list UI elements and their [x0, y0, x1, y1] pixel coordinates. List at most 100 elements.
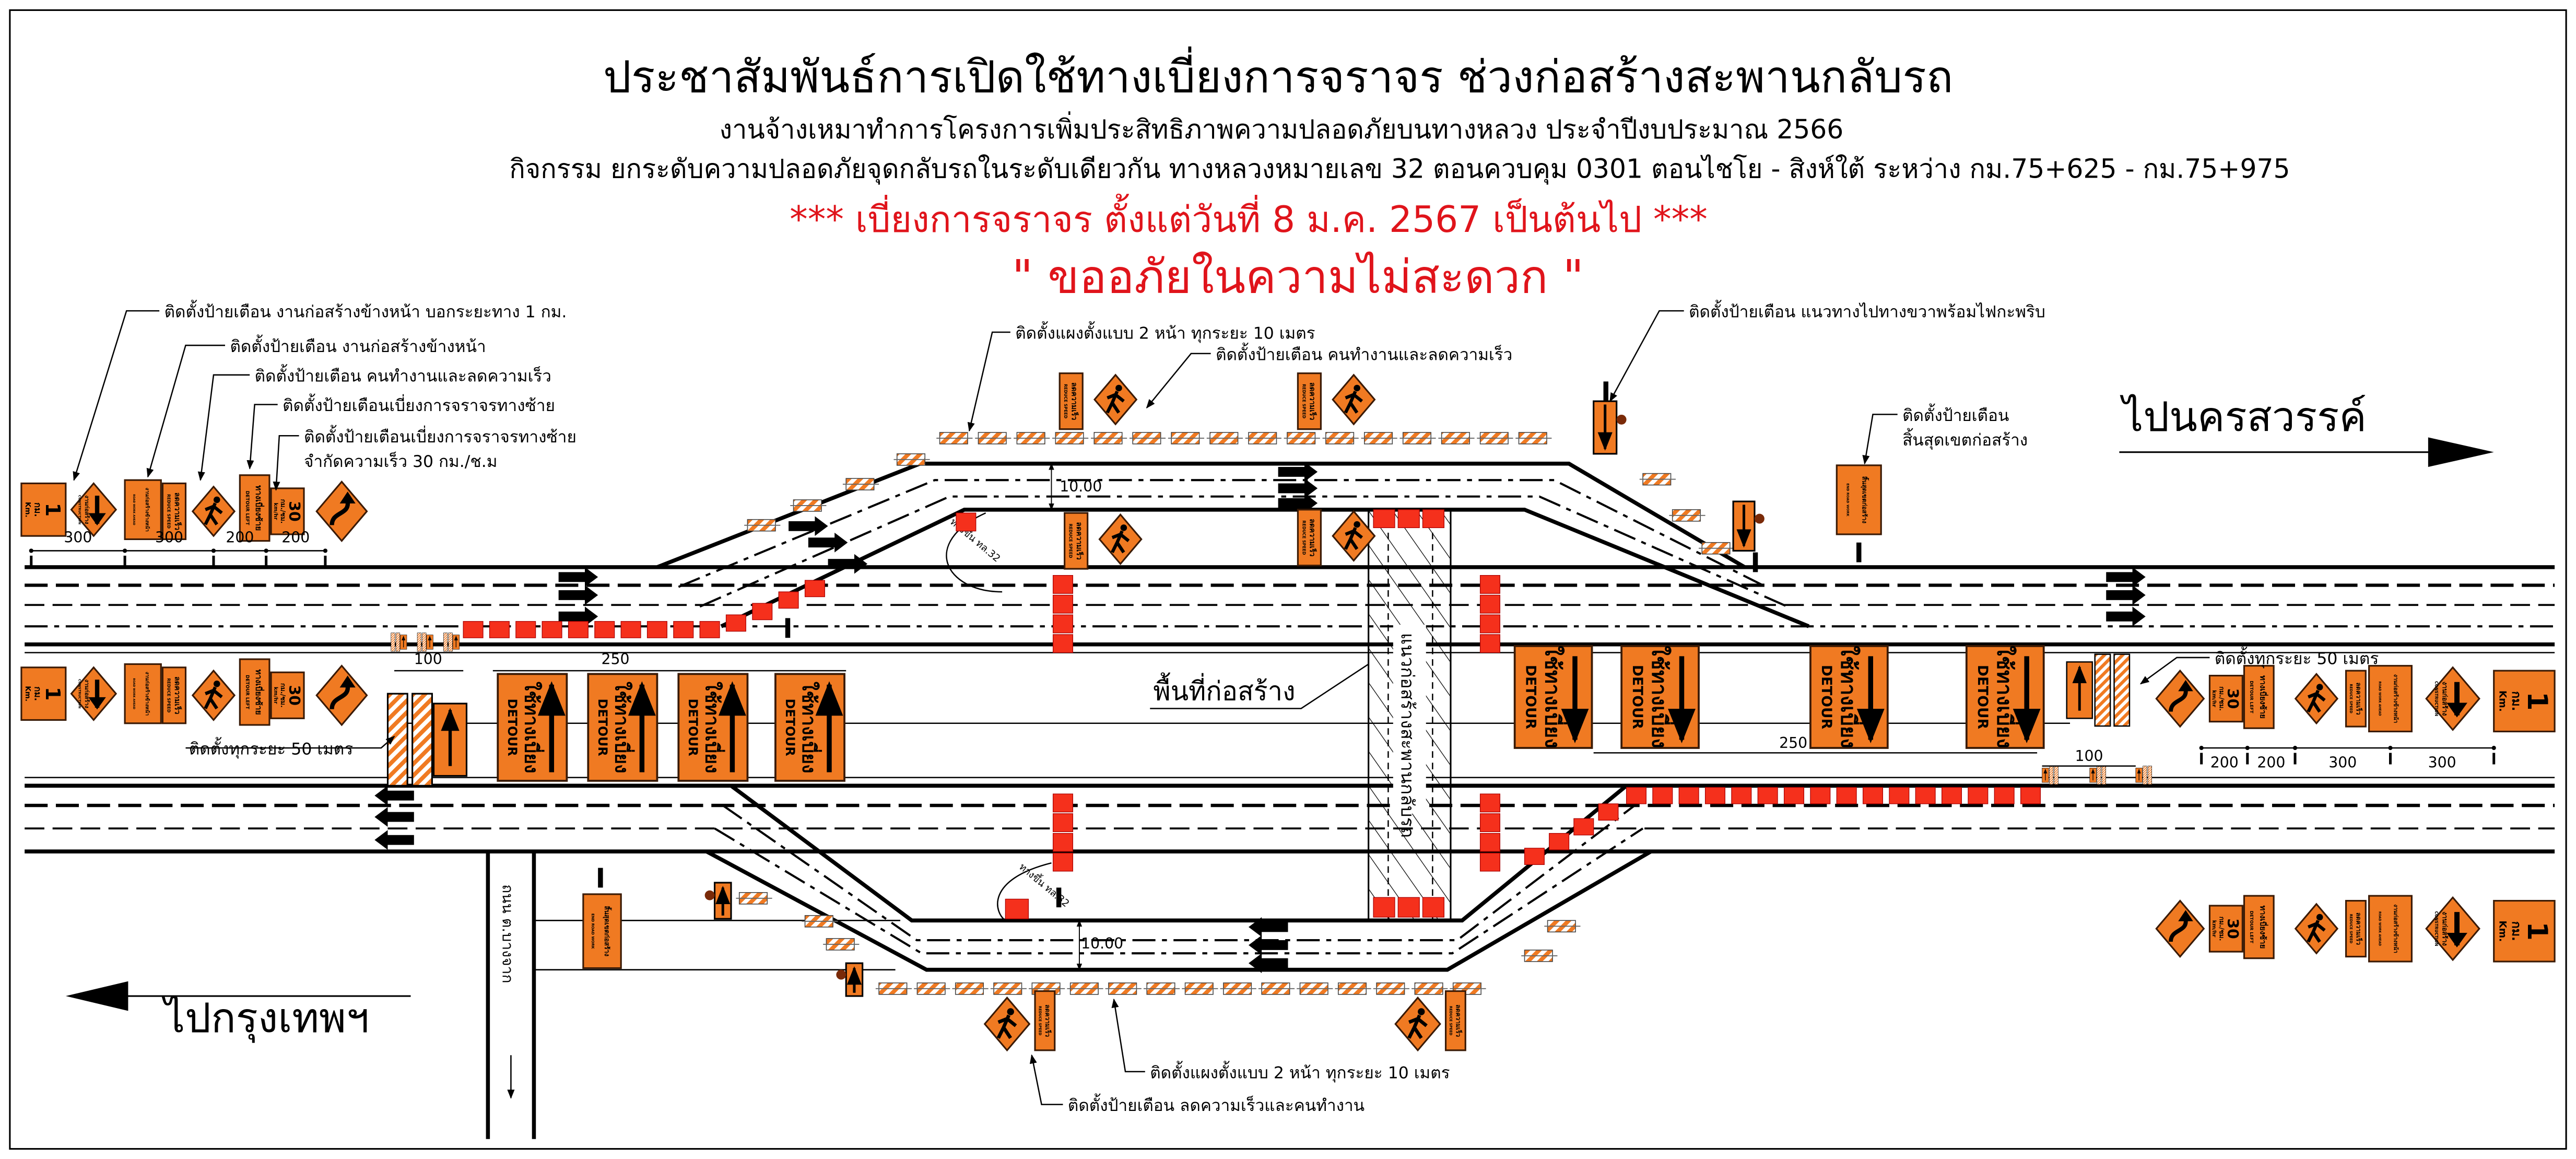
sign-text-thai: ใช้ทางเบี่ยง — [610, 682, 635, 774]
barricade-board — [914, 982, 950, 995]
traffic-arrow-right-icon — [2106, 606, 2146, 627]
water-barrier — [1678, 787, 1699, 804]
annotation-right-arrow-sign: ติดตั้งป้ายเตือน แนวทางไปทางขวาพร้อมไฟกะ… — [1689, 300, 2045, 322]
barricade-board — [1322, 432, 1359, 444]
barricade-assembly — [2042, 766, 2059, 785]
sign-post — [1752, 552, 1758, 572]
barricade-board — [1669, 509, 1705, 522]
water-barrier — [1479, 813, 1500, 833]
water-barrier — [489, 621, 510, 638]
barricade-board — [1182, 982, 1218, 995]
barricade-board — [975, 432, 1011, 444]
barricade-board — [1699, 542, 1735, 555]
sign-text-english: DETOUR — [1629, 665, 1645, 729]
sign-text-thai: งานก่อสร้างข้างหน้า — [144, 488, 150, 532]
water-barrier — [1479, 852, 1500, 872]
water-barrier — [1836, 787, 1857, 804]
arrow-board-with-flasher — [704, 882, 732, 920]
worker-icon — [1344, 384, 1363, 414]
water-barrier — [1479, 793, 1500, 813]
curve-arrow-icon — [330, 501, 350, 525]
diamond-sign-worker — [983, 996, 1031, 1052]
water-barrier — [752, 603, 773, 621]
sign-unit-thai: กม. — [2509, 921, 2523, 941]
sign-text-english: REDUCE SPEED — [166, 494, 171, 529]
annotation-speed-worker-bottom-leader — [1029, 1054, 1063, 1105]
curve-arrowhead-icon — [339, 675, 356, 688]
dimension-label: 200 — [281, 529, 310, 546]
sign-text-english: DETOUR — [505, 699, 520, 756]
worker-icon — [2307, 684, 2326, 713]
water-barrier — [2020, 787, 2041, 804]
direction-west-arrow-icon — [65, 981, 128, 1011]
sign-text-thai: ใช้ทางเบี่ยง — [798, 682, 822, 774]
sign-distance-1km: 1กม.Km. — [20, 666, 67, 721]
dimension-point — [2245, 745, 2250, 751]
water-barrier — [699, 621, 720, 638]
water-barrier — [1373, 509, 1395, 529]
sign-post — [1056, 887, 1062, 908]
dimension-point — [123, 548, 127, 553]
diamond-sign-curve — [2155, 899, 2205, 958]
bridge-label-bg — [1393, 625, 1426, 814]
barricade-board — [1220, 982, 1256, 995]
dimension-label: 200 — [2210, 754, 2239, 771]
sign-text-english: CONSTRUCTION — [77, 495, 81, 524]
water-barrier — [1757, 787, 1778, 804]
project-subtitle: งานจ้างเหมาทำการโครงการเพิ่มประสิทธิภาพค… — [720, 111, 1844, 145]
diamond-sign-worker — [1098, 513, 1143, 566]
sign-text-thai: ลดความเร็ว — [2355, 682, 2362, 715]
sign-text-thai: ลดความเร็ว — [2355, 912, 2362, 945]
sign-text-english: DETOUR LEFT — [244, 491, 250, 525]
diamond-sign-worker — [1332, 373, 1376, 426]
dimension-point — [2199, 745, 2204, 751]
traffic-arrow-right-icon — [558, 585, 598, 605]
sign-road-work-ahead: งานก่อสร้างข้างหน้า ROAD WORK AHEAD — [124, 479, 162, 540]
sign-unit-english: km/hr — [273, 502, 278, 520]
annotation-end-work-leader — [1862, 414, 1898, 465]
diamond-sign-worker — [1394, 996, 1441, 1052]
water-barrier — [1889, 787, 1910, 804]
sign-text-thai: งานก่อสร้าง — [2441, 911, 2449, 946]
sign-text-english: CONSTRUCTION — [77, 679, 81, 708]
water-barrier — [725, 614, 746, 632]
traffic-arrow-left-icon — [1248, 917, 1288, 937]
water-barrier — [1052, 833, 1073, 852]
worker-icon — [996, 1008, 1017, 1039]
sign-text-thai: ใช้ทางเบี่ยง — [520, 682, 545, 774]
sign-text-english: CONSTRUCTION — [2434, 681, 2439, 716]
sign-text-thai: ลดความเร็ว — [1070, 382, 1079, 420]
sign-text-thai: งานก่อสร้างข้างหน้า — [144, 672, 150, 716]
barrier-spacing-label: 100 — [414, 651, 442, 668]
water-barrier — [1422, 509, 1445, 529]
sign-text-english: ROAD WORK AHEAD — [132, 494, 135, 525]
barricade-board — [823, 938, 860, 951]
sign-distance-1km: 1กม.Km. — [20, 482, 67, 537]
water-barrier — [594, 621, 615, 638]
water-barrier — [1397, 897, 1420, 918]
traffic-arrow-left-icon — [374, 830, 414, 850]
lane-width-label: 10.00 — [1081, 935, 1123, 952]
diamond-sign-worker — [2294, 672, 2339, 725]
upper-detour-line — [699, 495, 1788, 608]
sign-text-thai: งานก่อสร้างข้างหน้า — [2392, 674, 2399, 723]
sign-text-english: REDUCE SPEED — [166, 678, 171, 713]
sign-unit-english: Km. — [23, 686, 32, 701]
sign-number: 30 — [286, 501, 303, 521]
water-barrier — [1968, 787, 1989, 804]
water-barrier — [1052, 634, 1073, 653]
dimension-label: 200 — [226, 529, 254, 546]
sign-text-english: ROAD WORK AHEAD — [132, 678, 135, 709]
apology-notice: " ขออภัยในความไม่สะดวก " — [1012, 250, 1584, 304]
